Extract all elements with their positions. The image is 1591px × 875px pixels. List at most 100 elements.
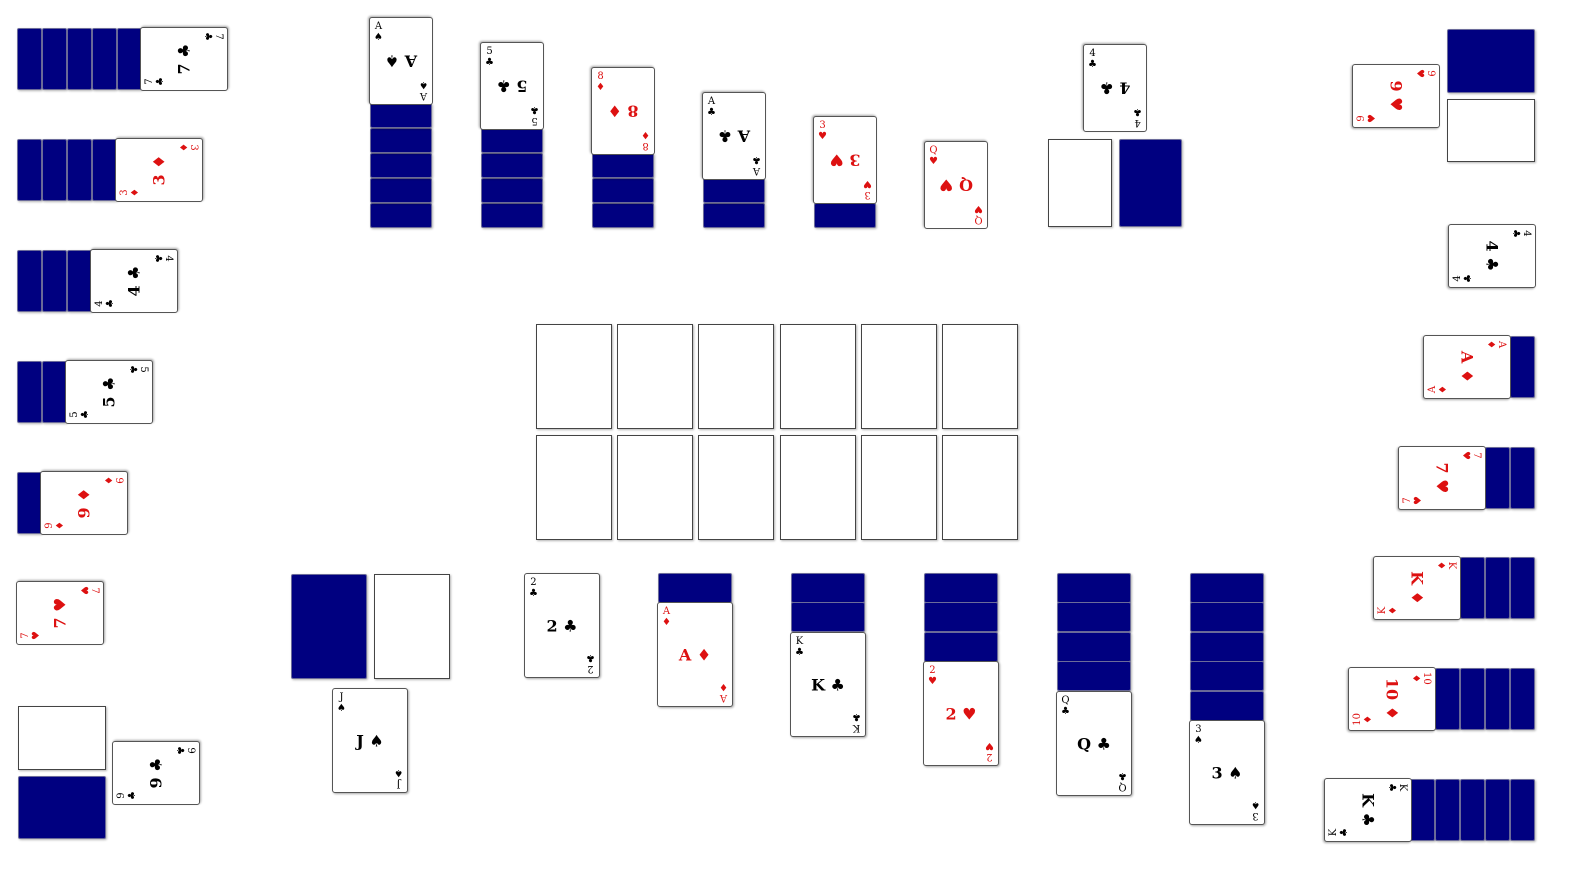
- foundation-slot[interactable]: [617, 324, 693, 429]
- playing-card-10-of-diamonds[interactable]: 10♦10 ♦10♦: [1348, 667, 1436, 731]
- card-back: [703, 178, 765, 203]
- card-rank: 7: [213, 33, 224, 40]
- card-rank: K: [795, 636, 804, 647]
- card-rank: 3: [1252, 810, 1259, 821]
- playing-card-4-of-clubs[interactable]: 4♣4 ♣4♣: [1083, 44, 1147, 132]
- club-suit-icon: ♣: [1099, 78, 1120, 98]
- foundation-slot[interactable]: [942, 324, 1018, 429]
- playing-card-2-of-clubs[interactable]: 2♣2 ♣2♣: [524, 573, 600, 678]
- left-player-waste-slot[interactable]: [18, 706, 106, 770]
- playing-card-9-of-clubs[interactable]: 9♣9 ♣9♣: [112, 741, 200, 805]
- card-back: [17, 28, 42, 90]
- foundation-slot[interactable]: [617, 435, 693, 540]
- card-corner-index: 9♥: [1356, 114, 1378, 123]
- card-rank: 4: [124, 285, 144, 297]
- card-back: [592, 203, 654, 228]
- diamond-suit-icon: ♦: [130, 188, 141, 197]
- card-face-center: 7 ♥: [51, 582, 70, 644]
- top-player-stock[interactable]: [1119, 139, 1182, 227]
- playing-card-7-of-clubs[interactable]: 7♣7 ♣7♣: [140, 27, 228, 91]
- card-back: [1190, 573, 1264, 603]
- playing-card-q-of-hearts[interactable]: Q♥Q ♥Q♥: [924, 141, 988, 229]
- club-suit-icon: ♣: [717, 126, 738, 146]
- playing-card-2-of-hearts[interactable]: 2♥2 ♥2♥: [923, 661, 999, 766]
- right-player-stock[interactable]: [1447, 29, 1535, 93]
- card-face-center: 9 ♣: [147, 742, 166, 804]
- card-rank: 10: [1352, 713, 1363, 726]
- foundation-slot[interactable]: [698, 435, 774, 540]
- card-rank: J: [339, 692, 344, 703]
- card-rank: A: [662, 606, 671, 617]
- diamond-suit-icon: ♦: [74, 487, 94, 508]
- foundation-slot[interactable]: [942, 435, 1018, 540]
- playing-card-3-of-hearts[interactable]: 3♥3 ♥3♥: [813, 116, 877, 204]
- card-back: [370, 128, 432, 153]
- playing-card-k-of-diamonds[interactable]: K♦K ♦K♦: [1373, 556, 1461, 620]
- playing-card-4-of-clubs[interactable]: 4♣4 ♣4♣: [1448, 224, 1536, 288]
- bottom-player-waste-slot[interactable]: [374, 574, 450, 679]
- card-back: [1460, 557, 1485, 619]
- card-back: [1485, 557, 1510, 619]
- bottom-player-stock[interactable]: [291, 574, 367, 679]
- diamond-suit-icon: ♦: [1388, 606, 1399, 615]
- playing-card-7-of-hearts[interactable]: 7♥7 ♥7♥: [16, 581, 104, 645]
- playing-card-5-of-clubs[interactable]: 5♣5 ♣5♣: [65, 360, 153, 424]
- club-suit-icon: ♣: [1510, 229, 1521, 238]
- club-suit-icon: ♣: [530, 104, 539, 115]
- card-corner-index: 2♥: [985, 740, 994, 762]
- top-player-waste-slot[interactable]: [1048, 139, 1112, 227]
- card-corner-index: 9♣: [116, 791, 138, 800]
- card-back: [42, 28, 67, 90]
- right-player-waste-slot[interactable]: [1447, 99, 1535, 162]
- playing-card-9-of-hearts[interactable]: 9♥9 ♥9♥: [1352, 64, 1440, 128]
- foundation-slot[interactable]: [861, 324, 937, 429]
- card-corner-index: 10♦: [1352, 713, 1374, 726]
- card-corner-index: 7♥: [78, 586, 100, 595]
- playing-card-j-of-spades[interactable]: J♠J ♠J♠: [332, 688, 408, 793]
- card-rank: K: [1446, 561, 1457, 570]
- card-corner-index: 2♣: [586, 652, 595, 674]
- foundation-slot[interactable]: [698, 324, 774, 429]
- card-face-center: J ♠: [333, 731, 407, 750]
- card-corner-index: K♣: [1328, 828, 1350, 837]
- card-corner-index: 2♣: [529, 577, 538, 599]
- card-rank: K: [1397, 783, 1408, 792]
- club-suit-icon: ♣: [1088, 59, 1097, 70]
- card-back: [42, 250, 67, 312]
- playing-card-5-of-clubs[interactable]: 5♣5 ♣5♣: [480, 42, 544, 130]
- playing-card-a-of-diamonds[interactable]: A♦A ♦A♦: [657, 602, 733, 707]
- card-corner-index: A♠: [419, 79, 428, 101]
- card-rank: 4: [1089, 48, 1096, 59]
- card-face-center: 8 ♦: [592, 102, 654, 121]
- playing-card-3-of-spades[interactable]: 3♠3 ♠3♠: [1189, 720, 1265, 825]
- foundation-slot[interactable]: [861, 435, 937, 540]
- playing-card-a-of-diamonds[interactable]: A♦A ♦A♦: [1423, 335, 1511, 399]
- club-suit-icon: ♣: [1133, 106, 1142, 117]
- playing-card-a-of-clubs[interactable]: A♣A ♣A♣: [702, 92, 766, 180]
- card-face-center: 9 ♥: [1387, 65, 1406, 127]
- card-back: [1460, 779, 1485, 841]
- foundation-slot[interactable]: [536, 435, 612, 540]
- foundation-slot[interactable]: [780, 324, 856, 429]
- playing-card-7-of-hearts[interactable]: 7♥7 ♥7♥: [1398, 446, 1486, 510]
- foundation-slot[interactable]: [780, 435, 856, 540]
- card-corner-index: A♠: [374, 21, 383, 43]
- card-back: [1057, 632, 1131, 662]
- foundation-slot[interactable]: [536, 324, 612, 429]
- club-suit-icon: ♣: [1358, 806, 1378, 827]
- card-rank: 3: [864, 189, 871, 200]
- card-back: [1057, 602, 1131, 632]
- spade-suit-icon: ♠: [374, 32, 383, 43]
- playing-card-4-of-clubs[interactable]: 4♣4 ♣4♣: [90, 249, 178, 313]
- playing-card-8-of-diamonds[interactable]: 8♦8 ♦8♦: [591, 67, 655, 155]
- playing-card-k-of-clubs[interactable]: K♣K ♣K♣: [1324, 778, 1412, 842]
- playing-card-k-of-clubs[interactable]: K♣K ♣K♣: [790, 632, 866, 737]
- playing-card-3-of-diamonds[interactable]: 3♦3 ♦3♦: [115, 138, 203, 202]
- playing-card-a-of-spades[interactable]: A♠A ♠A♠: [369, 17, 433, 105]
- left-player-stock[interactable]: [18, 776, 106, 839]
- playing-card-q-of-clubs[interactable]: Q♣Q ♣Q♣: [1056, 691, 1132, 796]
- club-suit-icon: ♣: [529, 588, 538, 599]
- spade-suit-icon: ♠: [337, 703, 346, 714]
- playing-card-9-of-diamonds[interactable]: 9♦9 ♦9♦: [40, 471, 128, 535]
- card-corner-index: 9♦: [44, 521, 66, 530]
